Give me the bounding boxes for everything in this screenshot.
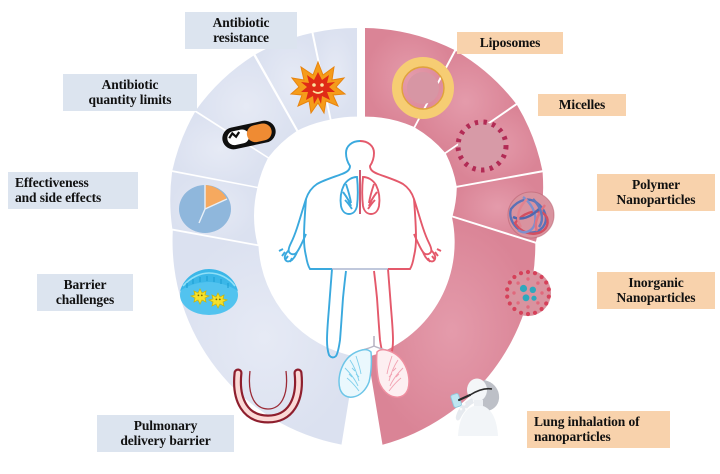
liposome-icon: [392, 57, 454, 119]
label-antibiotic-quantity-limits[interactable]: Antibiotic quantity limits: [63, 74, 197, 112]
label-polymer-nanoparticles[interactable]: Polymer Nanoparticles: [597, 174, 715, 212]
label-inorganic-nanoparticles[interactable]: Inorganic Nanoparticles: [597, 272, 715, 310]
inhaler-person-icon: [450, 378, 500, 436]
pie-chart-icon: [179, 185, 231, 233]
label-effectiveness-side-effects[interactable]: Effectiveness and side effects: [8, 172, 138, 210]
segment-lung-inhalation[interactable]: [368, 217, 536, 445]
airway-tube-icon: [233, 368, 303, 424]
label-pulmonary-delivery-barrier[interactable]: Pulmonary delivery barrier: [97, 415, 234, 453]
mucus-barrier-icon: [180, 269, 238, 315]
label-antibiotic-resistance[interactable]: Antibiotic resistance: [185, 12, 297, 50]
segment-micelles[interactable]: [415, 51, 516, 153]
polymer-nanoparticle-icon: [507, 191, 555, 239]
capsule-pill-icon: [222, 120, 276, 150]
bacteria-burst-icon: [289, 60, 347, 115]
label-micelles[interactable]: Micelles: [538, 94, 626, 117]
lungs-icon: [338, 336, 410, 398]
segment-pulmonary-delivery-barrier[interactable]: [172, 230, 356, 445]
segment-effectiveness-side-effects[interactable]: [172, 112, 268, 187]
human-body-outline: [278, 140, 442, 359]
micelle-icon: [455, 119, 509, 173]
inorganic-nanoparticle-icon: [505, 269, 551, 317]
label-barrier-challenges[interactable]: Barrier challenges: [37, 274, 133, 312]
segment-liposomes[interactable]: [365, 28, 455, 127]
label-lung-inhalation[interactable]: Lung inhalation of nanoparticles: [527, 411, 670, 449]
segment-antibiotic-resistance[interactable]: [313, 27, 358, 120]
label-liposomes[interactable]: Liposomes: [457, 32, 563, 55]
